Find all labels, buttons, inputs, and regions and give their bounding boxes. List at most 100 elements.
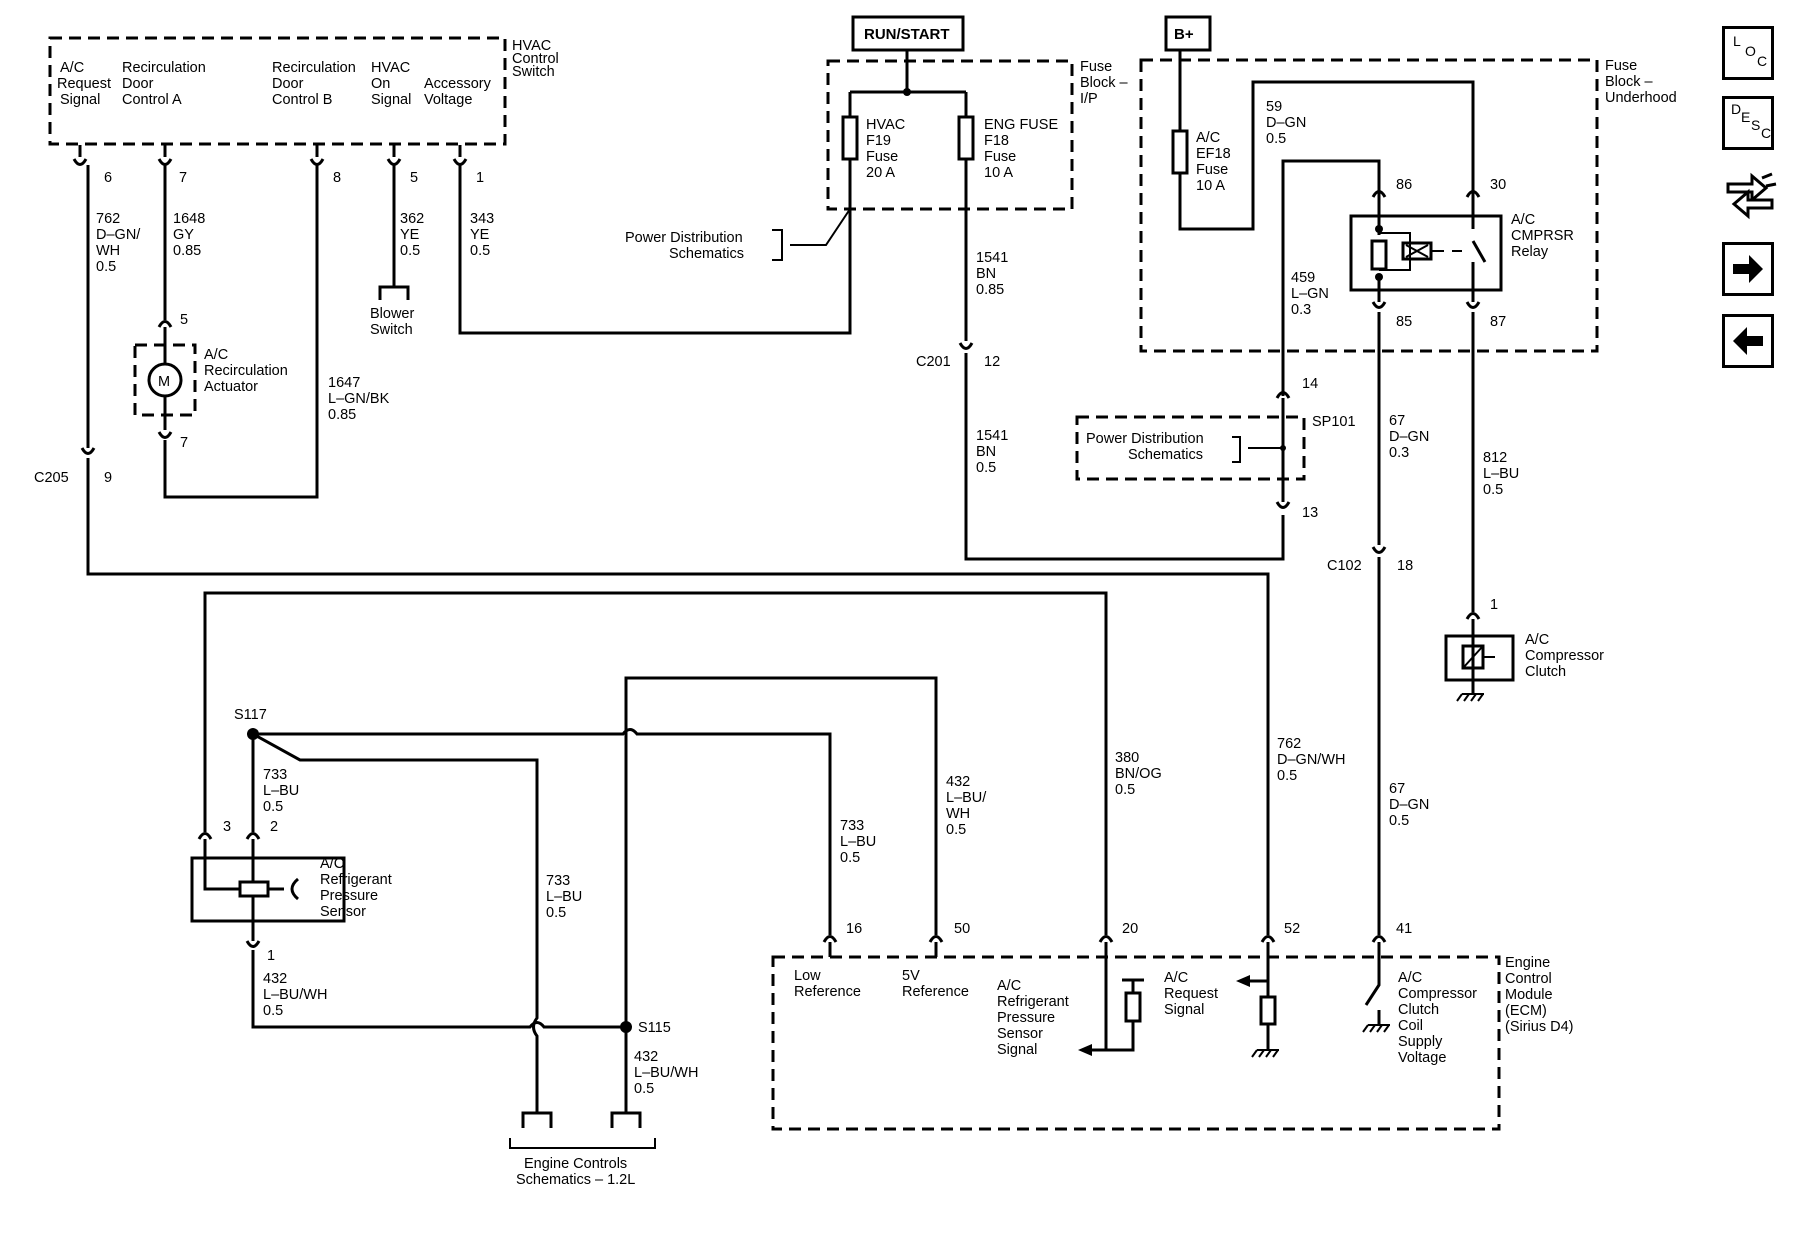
pin-number: 1 [476,170,484,186]
ac-compressor-clutch-label: A/C Compressor Clutch [1525,632,1604,680]
svg-text:0.5: 0.5 [96,259,116,275]
connector-pin-1 [1465,612,1481,620]
svg-text:L–BU/WH: L–BU/WH [634,1065,698,1081]
connector-c102 [1371,546,1387,554]
blower-switch-terminal [378,285,410,300]
pullup-wire [1106,978,1144,1052]
connector-pin-6 [72,145,88,166]
previous-page-button[interactable] [1722,314,1774,368]
loc-letter: O [1745,43,1756,59]
svg-text:0.5: 0.5 [946,822,966,838]
wire-380 [203,591,1108,935]
svg-text:0.3: 0.3 [1389,445,1409,461]
svg-text:Schematics – 1.2L: Schematics – 1.2L [516,1172,635,1188]
pin-number: 87 [1490,314,1506,330]
svg-text:A/C: A/C [204,347,228,363]
svg-text:WH: WH [96,243,120,259]
wire-label-380: 380 BN/OG 0.5 [1115,750,1162,798]
desc-letter: C [1761,125,1772,141]
svg-text:Signal: Signal [371,92,411,108]
pin-number: 14 [1302,376,1318,392]
svg-text:0.5: 0.5 [400,243,420,259]
wire-label-59: 59 D–GN 0.5 [1266,99,1306,147]
svg-text:0.5: 0.5 [470,243,490,259]
desc-button[interactable]: D E S C [1722,96,1774,150]
svg-text:Reference: Reference [794,984,861,1000]
svg-text:10 A: 10 A [984,165,1013,181]
svg-text:D–GN: D–GN [1266,115,1306,131]
svg-text:Compressor: Compressor [1525,648,1604,664]
pin-label-accessory: Accessory Voltage [424,76,492,108]
svg-text:D–GN: D–GN [1389,797,1429,813]
svg-text:432: 432 [263,971,287,987]
svg-text:YE: YE [400,227,420,243]
pin-number: 9 [104,470,112,486]
svg-text:Supply: Supply [1398,1034,1443,1050]
connector-c201-label: C201 [916,354,951,370]
svg-text:Coil: Coil [1398,1018,1423,1034]
fuse-f18-icon [957,115,975,161]
svg-text:Refrigerant: Refrigerant [320,872,392,888]
desc-letter: E [1741,109,1751,125]
svg-text:L–GN: L–GN [1291,286,1329,302]
connector-pin-14 [1275,391,1291,399]
svg-text:A/C: A/C [60,60,84,76]
svg-text:L–BU: L–BU [1483,466,1519,482]
pin-number: 6 [104,170,112,186]
svg-text:BN: BN [976,444,996,460]
svg-text:A/C: A/C [1511,212,1535,228]
connector-end-view-button[interactable] [1722,166,1778,222]
arrow-left-icon [1236,975,1250,987]
svg-text:20 A: 20 A [866,165,895,181]
svg-text:BN: BN [976,266,996,282]
connector-pin-87 [1465,301,1481,309]
svg-text:L–BU: L–BU [263,783,299,799]
wire-label-1541-upper: 1541 BN 0.85 [976,250,1008,298]
svg-text:Reference: Reference [902,984,969,1000]
svg-text:762: 762 [1277,736,1301,752]
run-start-label: RUN/START [864,26,950,43]
recirc-actuator-label: A/C Recirculation Actuator [204,347,288,395]
svg-text:HVAC: HVAC [866,117,905,133]
connector-icon [1726,172,1777,220]
svg-text:Request: Request [1164,986,1218,1002]
svg-text:BN/OG: BN/OG [1115,766,1162,782]
pulldown-resistor-icon [1259,995,1277,1026]
svg-text:59: 59 [1266,99,1282,115]
svg-text:Sensor: Sensor [320,904,366,920]
ground-icon [1362,1024,1390,1033]
connector-pin-41 [1371,935,1387,957]
wire-733-to-ecm [253,728,832,935]
svg-text:Engine Controls: Engine Controls [524,1156,627,1172]
svg-text:459: 459 [1291,270,1315,286]
svg-text:D–GN: D–GN [1389,429,1429,445]
loc-button[interactable]: L O C [1722,26,1774,80]
svg-text:Door: Door [122,76,154,92]
relay-coil-icon [1370,239,1388,271]
svg-text:0.5: 0.5 [976,460,996,476]
svg-text:Request: Request [57,76,111,92]
wire-label-733-ecm: 733 L–BU 0.5 [840,818,876,866]
svg-text:A/C: A/C [997,978,1021,994]
svg-text:Control: Control [512,51,559,67]
svg-text:0.5: 0.5 [546,905,566,921]
recirc-actuator: 5 M 7 A/C Recirculation Actuator [133,312,288,451]
connector-c205-label: C205 [34,470,69,486]
loc-letter: L [1733,33,1741,49]
svg-text:Signal: Signal [997,1042,1037,1058]
svg-text:A/C: A/C [320,856,344,872]
wire-label-762: 762 D–GN/ WH 0.5 [96,211,141,275]
wire-label-432-ecm: 432 L–BU/ WH 0.5 [946,774,987,838]
next-page-button[interactable] [1722,242,1774,296]
fuse-ef18-icon [1171,129,1189,175]
motor-label: M [158,374,170,390]
pullup-resistor-icon [1124,991,1142,1023]
pin-number: 20 [1122,921,1138,937]
svg-text:Control A: Control A [122,92,182,108]
svg-text:343: 343 [470,211,494,227]
splice-dot [1375,273,1383,281]
svg-text:733: 733 [263,767,287,783]
svg-text:L–BU: L–BU [546,889,582,905]
pressure-sensor-label: A/C Refrigerant Pressure Sensor [320,856,392,920]
splice-s117-label: S117 [234,707,267,723]
